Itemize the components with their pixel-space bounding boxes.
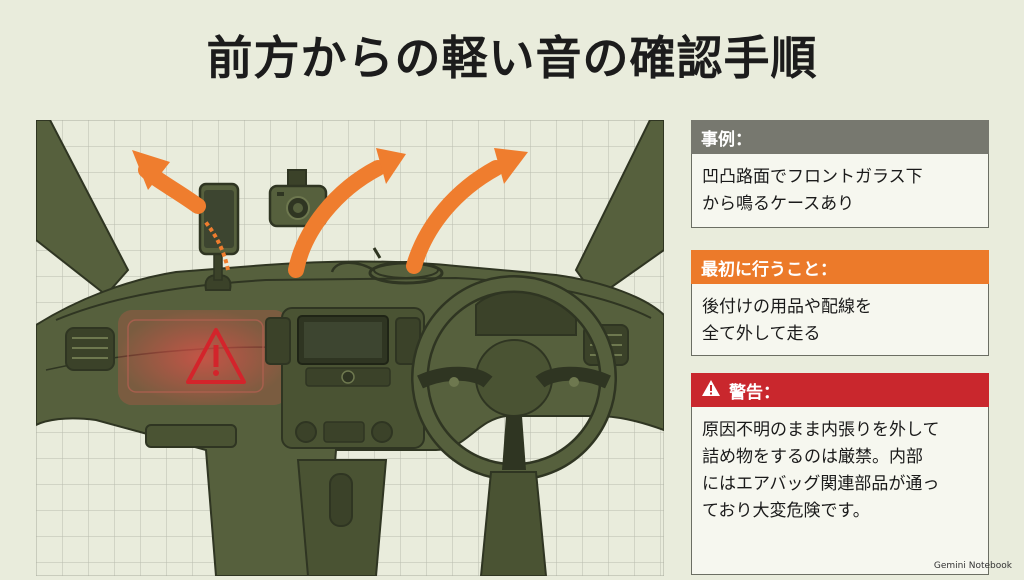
example-heading: 事例： (691, 120, 989, 154)
hidden-panel-outline (127, 319, 264, 393)
warning-heading: 警告： (729, 382, 780, 403)
glovebox (145, 424, 237, 448)
example-panel: 事例： 凹凸路面でフロントガラス下 から鳴るケースあり (691, 120, 989, 228)
first-step-panel: 最初に行うこと： 後付けの用品や配線を 全て外して走る (691, 250, 989, 356)
warning-icon (701, 379, 721, 402)
example-body: 凹凸路面でフロントガラス下 から鳴るケースあり (691, 154, 989, 228)
warning-panel: 警告： 原因不明のまま内張りを外して 詰め物をするのは厳禁。内部 にはエアバッグ… (691, 373, 989, 575)
first-step-body: 後付けの用品や配線を 全て外して走る (691, 284, 989, 356)
warning-icon (186, 328, 246, 384)
dashboard-illustration (35, 119, 665, 577)
climate-knob-left (295, 421, 317, 443)
noise-arrow-center (288, 148, 406, 278)
noise-arrow-right (406, 148, 528, 274)
left-a-pillar (35, 119, 130, 297)
climate-knob-right (371, 421, 393, 443)
steering-column (479, 471, 548, 577)
footer-brand: Gemini Notebook (933, 561, 1012, 571)
warning-body: 原因不明のまま内張りを外して 詰め物をするのは厳禁。内部 にはエアバッグ関連部品… (691, 407, 989, 575)
noise-arrow-left (132, 150, 230, 271)
cable-icon (330, 247, 444, 285)
gear-lever (329, 473, 353, 527)
smartphone-holder-icon (198, 182, 240, 291)
dashboard-top-edge (55, 276, 652, 321)
page-title: 前方からの軽い音の確認手順 (206, 31, 818, 85)
first-step-heading: 最初に行うこと： (691, 250, 989, 284)
warning-header: 警告： (691, 373, 989, 407)
center-left-vent (265, 317, 291, 365)
